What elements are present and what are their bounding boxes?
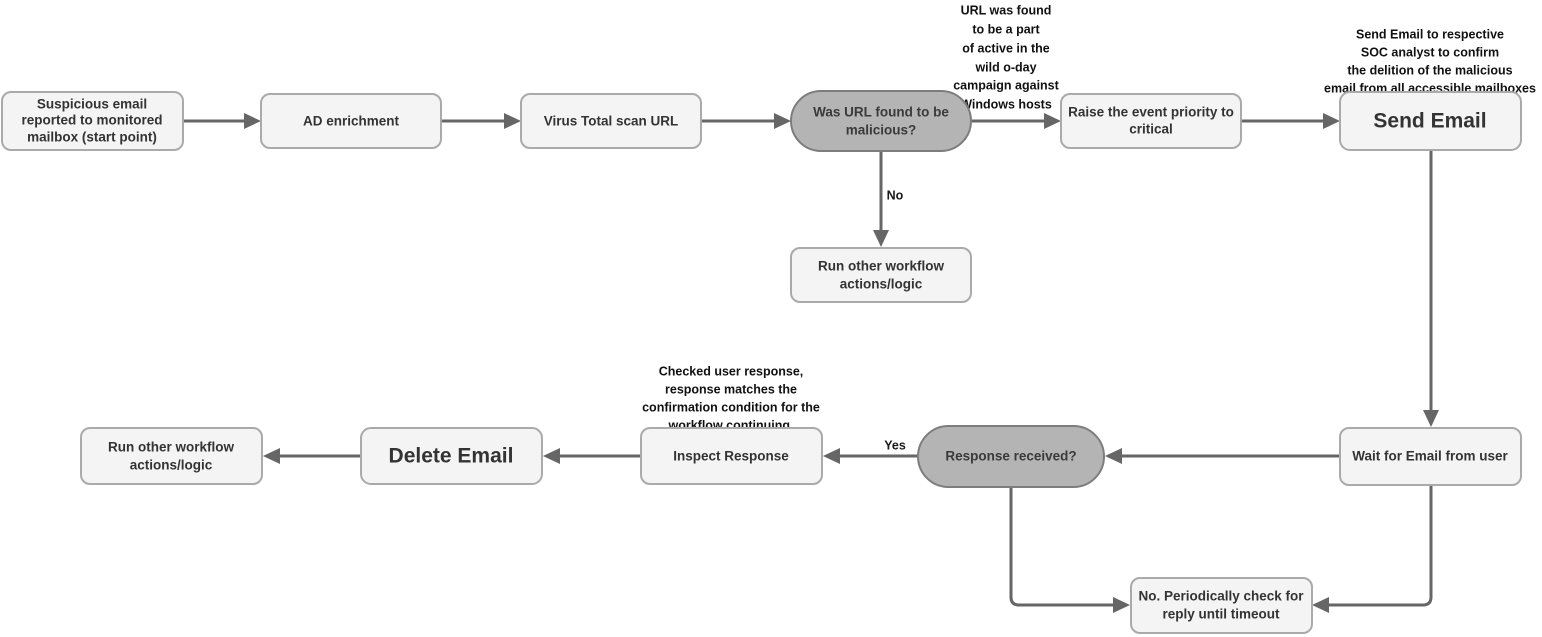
node-decision-response-received[interactable]: Response received? xyxy=(917,425,1105,488)
annotation-inspect-response: Checked user response, response matches … xyxy=(642,364,820,432)
edge-virus-total-to-decision-malicious xyxy=(702,113,791,129)
node-shape[interactable] xyxy=(790,247,972,303)
annotation-line: the delition of the malicious xyxy=(1347,63,1512,77)
node-shape[interactable] xyxy=(1130,577,1313,634)
annotation-line: of active in the xyxy=(962,41,1050,55)
node-label-line: critical xyxy=(1129,122,1173,137)
edge-ad-enrichment-to-virus-total xyxy=(442,113,521,129)
edge-decision-malicious-to-run-other-workflow: No xyxy=(873,151,904,247)
node-virus-total-scan-url[interactable]: Virus Total scan URL xyxy=(520,93,702,149)
annotation-decision1: URL was found to be a part of active in … xyxy=(953,3,1059,111)
annotation-send-email: Send Email to respective SOC analyst to … xyxy=(1324,27,1536,95)
node-shape[interactable] xyxy=(1339,427,1522,486)
node-label-line: Send Email xyxy=(1373,110,1486,133)
node-shape[interactable] xyxy=(520,93,702,149)
node-label-line: actions/logic xyxy=(840,277,923,292)
node-label-line: reply until timeout xyxy=(1162,607,1280,622)
node-decision-was-url-malicious[interactable]: Was URL found to be malicious? xyxy=(790,90,972,152)
edge-delete-email-to-run-other-workflow xyxy=(263,448,360,464)
node-label-line: mailbox (start point) xyxy=(27,130,157,145)
edge-start-to-ad-enrichment xyxy=(184,113,261,129)
node-label-line: Suspicious email xyxy=(37,97,147,112)
node-shape[interactable] xyxy=(360,427,543,485)
node-label-line: reported to monitored xyxy=(22,113,163,128)
node-label-line: Delete Email xyxy=(389,445,514,468)
annotation-line: Checked user response, xyxy=(659,364,804,378)
node-run-other-workflow-1[interactable]: Run other workflow actions/logic xyxy=(790,247,972,303)
node-label-line: Was URL found to be xyxy=(813,105,949,120)
node-shape[interactable] xyxy=(1,91,184,151)
annotation-line: to be a part xyxy=(972,22,1040,36)
node-label-line: AD enrichment xyxy=(303,114,400,129)
annotation-line: campaign against xyxy=(953,78,1059,92)
node-send-email[interactable]: Send Email xyxy=(1339,91,1522,151)
edge-label-no: No xyxy=(887,188,904,202)
node-label-line: actions/logic xyxy=(130,458,213,473)
node-shape[interactable] xyxy=(260,93,442,149)
node-delete-email[interactable]: Delete Email xyxy=(360,427,543,485)
node-inspect-response[interactable]: Inspect Response xyxy=(640,427,823,485)
annotation-line: confirmation condition for the xyxy=(642,400,820,414)
node-label-line: Run other workflow xyxy=(818,259,944,274)
edge-wait-for-email-to-periodic-check xyxy=(1312,485,1433,613)
annotation-line: response matches the xyxy=(665,382,797,396)
edge-raise-priority-to-send-email xyxy=(1242,113,1340,129)
node-wait-for-email-from-user[interactable]: Wait for Email from user xyxy=(1339,427,1522,486)
node-shape[interactable] xyxy=(790,90,972,152)
annotation-line: wild o-day xyxy=(974,60,1036,74)
edge-label-yes: Yes xyxy=(884,438,906,452)
annotation-line: Send Email to respective xyxy=(1356,27,1504,41)
node-periodic-check-for-reply[interactable]: No. Periodically check for reply until t… xyxy=(1130,577,1313,634)
annotation-line: Windows hosts xyxy=(960,97,1052,111)
node-label-line: Virus Total scan URL xyxy=(544,114,679,129)
edge-inspect-response-to-delete-email xyxy=(543,448,640,464)
node-shape[interactable] xyxy=(1339,91,1522,151)
annotation-line: SOC analyst to confirm xyxy=(1361,45,1499,59)
node-shape[interactable] xyxy=(80,427,263,485)
node-run-other-workflow-2[interactable]: Run other workflow actions/logic xyxy=(80,427,263,485)
edge-decision-response-to-periodic-check xyxy=(1009,487,1130,613)
node-label-line: Run other workflow xyxy=(108,440,234,455)
node-ad-enrichment[interactable]: AD enrichment xyxy=(260,93,442,149)
node-label-line: Inspect Response xyxy=(673,449,789,464)
edge-send-email-to-wait-for-email xyxy=(1423,150,1439,427)
node-label-line: malicious? xyxy=(846,123,917,138)
node-suspicious-email-start[interactable]: Suspicious email reported to monitored m… xyxy=(1,91,184,151)
node-label-line: Wait for Email from user xyxy=(1352,449,1508,464)
edge-wait-for-email-to-decision-response xyxy=(1105,448,1340,464)
node-label-line: Raise the event priority to xyxy=(1068,105,1234,120)
edge-decision-response-to-inspect-response: Yes xyxy=(823,438,917,464)
node-raise-event-priority[interactable]: Raise the event priority to critical xyxy=(1060,93,1242,149)
node-label-line: Response received? xyxy=(945,449,1076,464)
annotation-line: URL was found xyxy=(961,3,1052,17)
edge-decision-malicious-to-raise-priority xyxy=(972,113,1061,129)
node-shape[interactable] xyxy=(640,427,823,485)
node-label-line: No. Periodically check for xyxy=(1138,589,1304,604)
node-shape[interactable] xyxy=(1060,93,1242,149)
node-shape[interactable] xyxy=(917,425,1105,488)
